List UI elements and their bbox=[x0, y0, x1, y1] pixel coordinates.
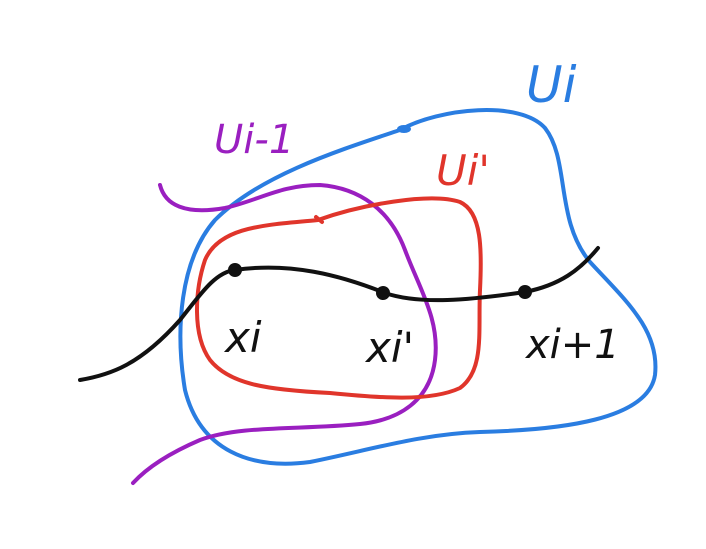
label-ui-prime: Ui' bbox=[436, 146, 490, 195]
point-xi-prime bbox=[376, 286, 390, 300]
label-ui-prev: Ui-1 bbox=[214, 117, 294, 163]
set-ui-prev-outline bbox=[131, 183, 438, 485]
set-ui-outline bbox=[178, 108, 658, 466]
label-xi-prime: xi' bbox=[364, 323, 414, 372]
set-ui-stroke-start bbox=[397, 125, 411, 133]
set-ui-prime-tick bbox=[314, 215, 324, 224]
label-ui: Ui bbox=[526, 56, 577, 114]
point-xi-next bbox=[518, 285, 532, 299]
curve bbox=[78, 246, 600, 382]
set-ui-prime-outline bbox=[195, 196, 483, 400]
label-xi-next: xi+1 bbox=[524, 322, 620, 368]
label-xi: xi bbox=[223, 313, 262, 362]
point-xi bbox=[228, 263, 242, 277]
